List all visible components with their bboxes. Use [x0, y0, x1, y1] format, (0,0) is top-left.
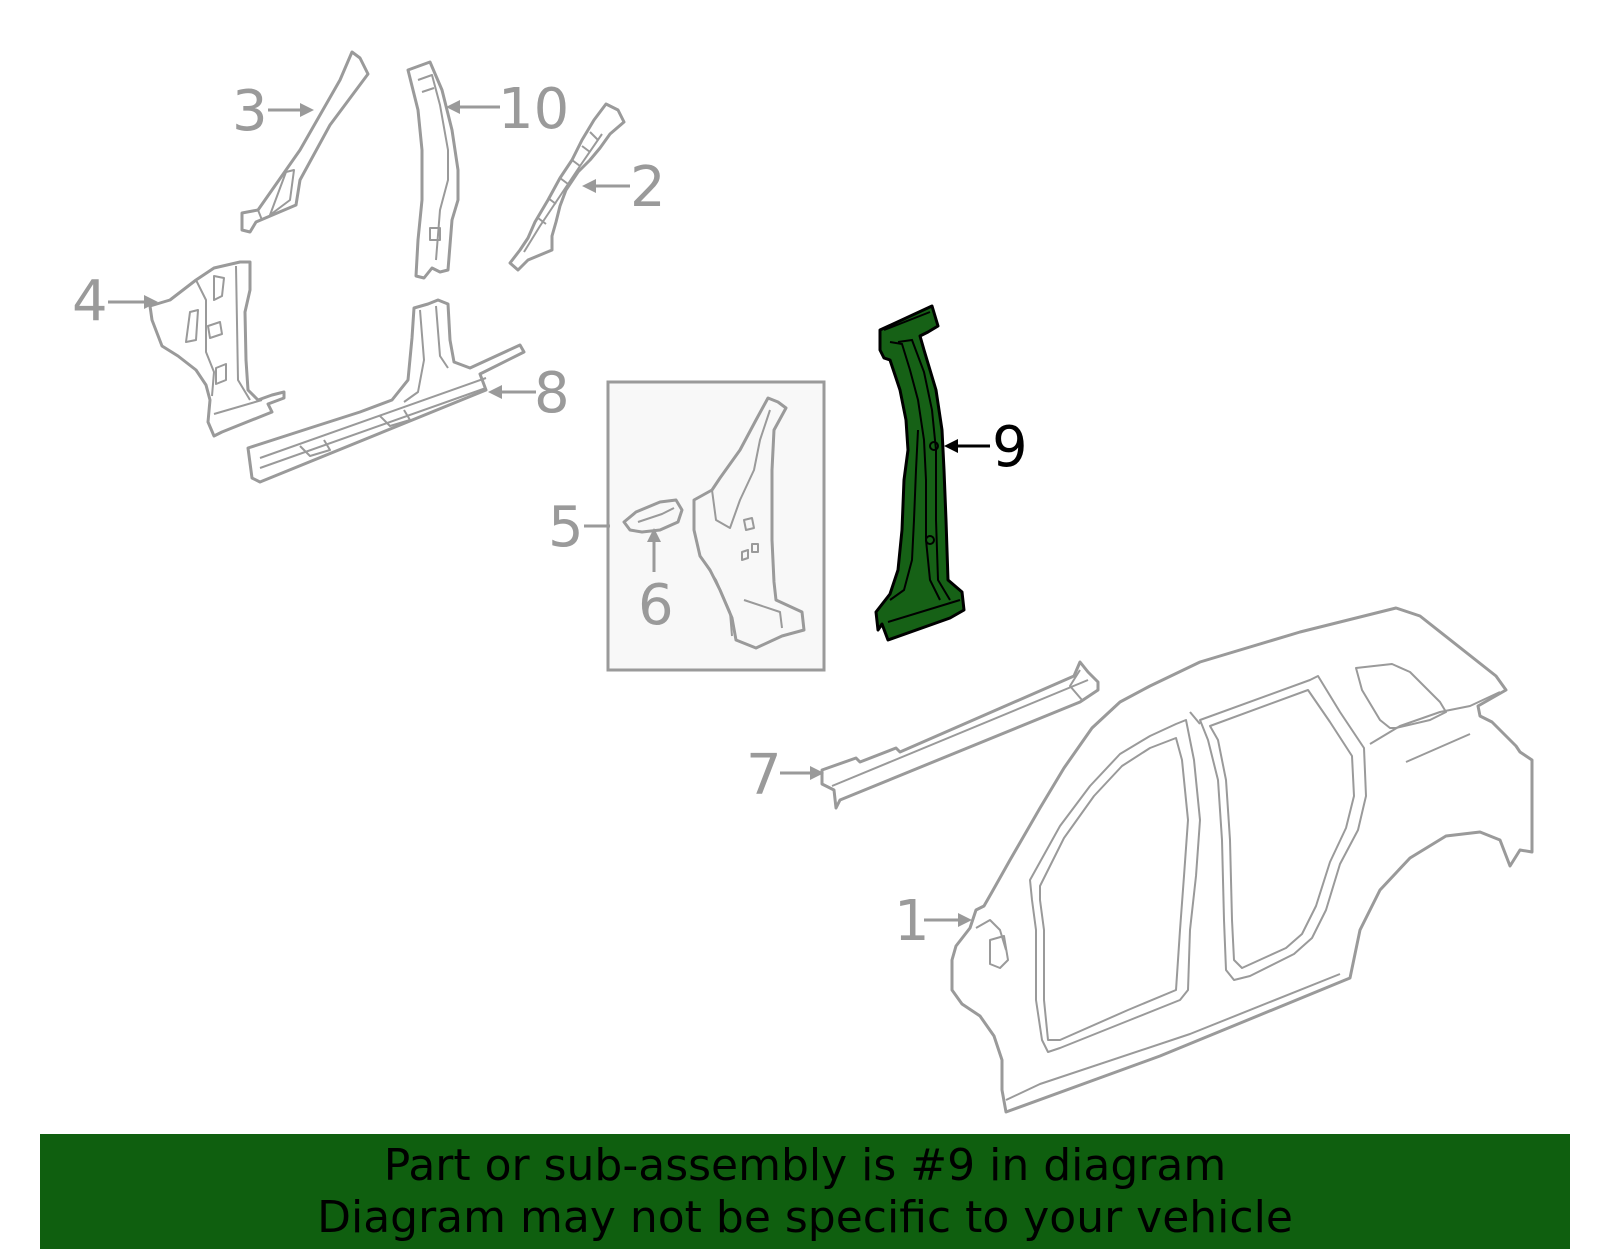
callout-5: 5 [548, 495, 584, 560]
part-5-hinge-pillar-assembly[interactable] [692, 396, 806, 650]
callout-8: 8 [534, 361, 570, 426]
callout-3: 3 [232, 79, 268, 144]
part-10-a-pillar-inner[interactable] [406, 60, 460, 280]
part-2-a-pillar-reinforcement[interactable] [508, 102, 626, 272]
part-6-bracket[interactable] [622, 498, 684, 534]
callout-2: 2 [630, 155, 666, 220]
part-9-b-pillar-highlighted[interactable] [874, 304, 966, 642]
part-4-hinge-pillar[interactable] [148, 260, 286, 438]
banner-line-2: Diagram may not be specific to your vehi… [317, 1192, 1293, 1243]
part-7-rocker-outer[interactable] [820, 660, 1100, 810]
info-banner: Part or sub-assembly is #9 in diagram Di… [40, 1134, 1570, 1249]
banner-line-1: Part or sub-assembly is #9 in diagram [383, 1140, 1227, 1191]
callout-9-highlighted: 9 [992, 415, 1028, 480]
callout-10: 10 [498, 77, 569, 142]
callout-1: 1 [894, 889, 930, 954]
callout-7: 7 [746, 743, 782, 808]
callout-4: 4 [72, 269, 108, 334]
leader-lines [108, 100, 990, 927]
callout-6: 6 [638, 573, 674, 638]
part-1-body-side-panel[interactable] [950, 606, 1534, 1114]
part-8-rocker-inner[interactable] [246, 298, 526, 484]
part-3-a-pillar-upper[interactable] [240, 50, 370, 234]
